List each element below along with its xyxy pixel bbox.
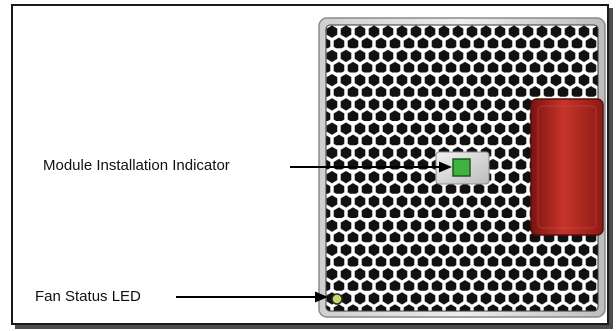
module-installation-indicator-label: Module Installation Indicator <box>43 157 230 174</box>
fan-status-led-label: Fan Status LED <box>35 288 141 305</box>
led-arrow <box>176 291 328 303</box>
handle-icon <box>530 98 604 236</box>
indicator-arrow <box>290 161 452 173</box>
status-led-icon <box>331 293 343 305</box>
